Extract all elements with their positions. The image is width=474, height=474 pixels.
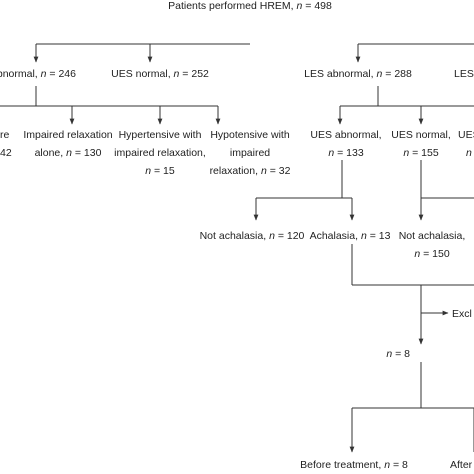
ues-abnormal-label: bnormal, n = 246 <box>0 68 76 80</box>
ues-cut-2-line2: n <box>466 147 472 159</box>
not-achalasia-2-line1: Not achalasia, <box>399 230 466 242</box>
hypertensive-line2: impaired relaxation, <box>114 147 206 159</box>
n8-label: n = 8 <box>386 348 410 360</box>
les-abnormal-label: LES abnormal, n = 288 <box>304 68 412 80</box>
not-achalasia-1-label: Not achalasia, n = 120 <box>200 230 305 242</box>
left-cut-line2: 42 <box>0 147 12 159</box>
les-cut-label: LES <box>454 68 474 80</box>
ues-cut-2-line1: UES <box>458 129 474 141</box>
hypertensive-line1: Hypertensive with <box>119 129 202 141</box>
hypotensive-line3: relaxation, n = 32 <box>210 165 291 177</box>
connectors <box>0 43 474 453</box>
hypotensive-line1: Hypotensive with <box>210 129 290 141</box>
achalasia-label: Achalasia, n = 13 <box>310 230 391 242</box>
impaired-line2: alone, n = 130 <box>35 147 102 159</box>
ues-normal-2-line1: UES normal, <box>391 129 451 141</box>
not-achalasia-2-line2: n = 150 <box>414 248 449 260</box>
after-treatment-label: After <box>450 459 473 471</box>
ues-abnormal-2-line2: n = 133 <box>328 147 363 159</box>
hypertensive-line3: n = 15 <box>145 165 175 177</box>
before-treatment-label: Before treatment, n = 8 <box>300 459 408 471</box>
root-node-label: Patients performed HREM, n = 498 <box>168 0 332 12</box>
left-cut-line1: re <box>0 129 9 141</box>
ues-normal-label: UES normal, n = 252 <box>111 68 209 80</box>
excluded-label: Excl <box>452 308 472 320</box>
impaired-line1: Impaired relaxation <box>23 129 112 141</box>
hypotensive-line2: impaired <box>230 147 270 159</box>
ues-abnormal-2-line1: UES abnormal, <box>310 129 381 141</box>
ues-normal-2-line2: n = 155 <box>403 147 438 159</box>
